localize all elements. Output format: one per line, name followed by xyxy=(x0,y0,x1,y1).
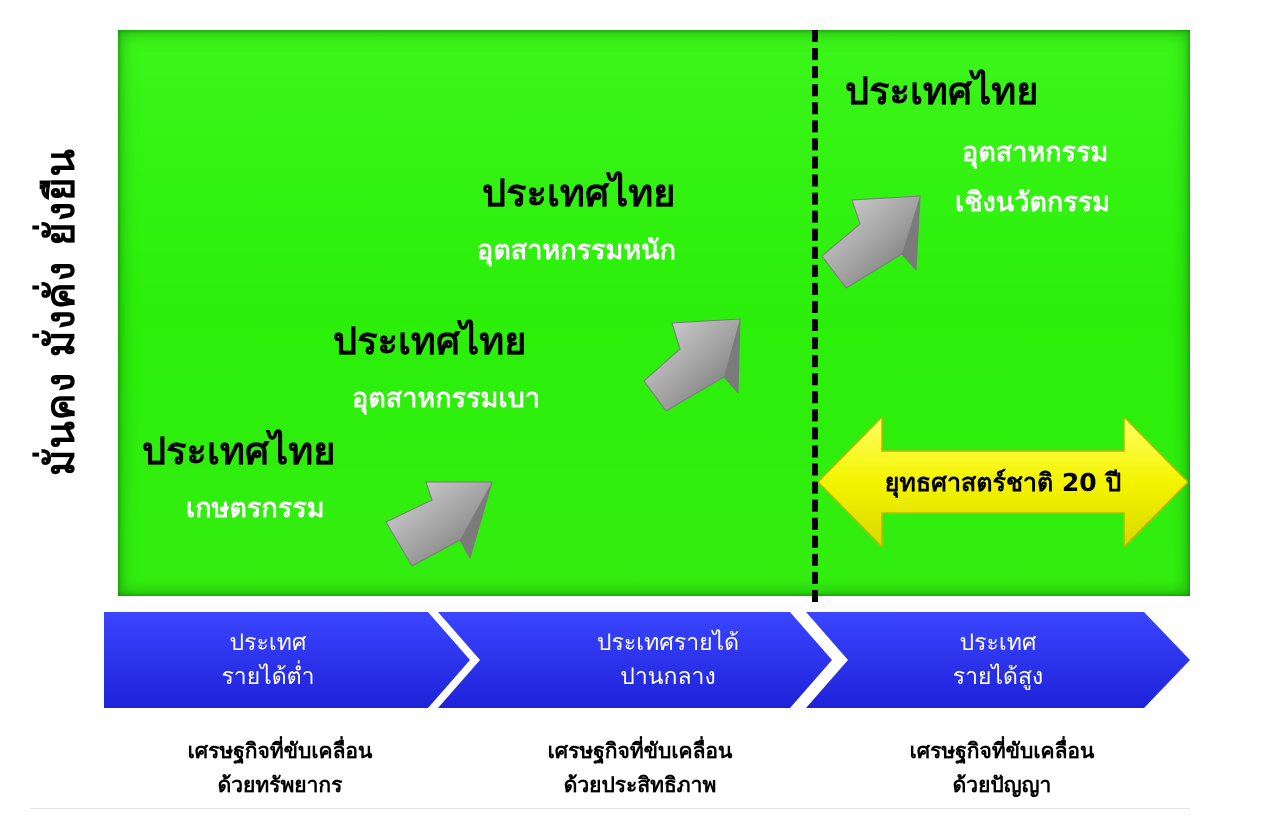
country-label-light-industry: ประเทศไทย xyxy=(333,319,527,363)
income-stage-middle-label: ประเทศรายได้ ปานกลาง xyxy=(548,626,788,694)
economy-caption-efficiency-line2: ด้วยประสิทธิภาพ xyxy=(563,773,717,797)
income-stage-high-label: ประเทศ รายได้สูง xyxy=(898,626,1098,694)
economy-caption-efficiency-line1: เศรษฐกิจที่ขับเคลื่อน xyxy=(547,739,733,763)
income-stage-high xyxy=(806,612,1190,708)
income-stage-low-line2: รายได้ต่ำ xyxy=(221,664,315,690)
economy-caption-resources-line1: เศรษฐกิจที่ขับเคลื่อน xyxy=(187,739,373,763)
industry-label-light-industry: อุตสาหกรรมเบา xyxy=(352,383,540,414)
strategy-double-arrow-icon xyxy=(818,417,1188,547)
bottom-rule xyxy=(30,808,1190,809)
income-stage-low-line1: ประเทศ xyxy=(229,630,307,656)
income-stage-high-line1: ประเทศ xyxy=(959,630,1037,656)
economy-caption-wisdom-line1: เศรษฐกิจที่ขับเคลื่อน xyxy=(909,739,1095,763)
income-stage-high-line2: รายได้สูง xyxy=(952,664,1044,690)
dashed-divider xyxy=(812,30,818,602)
economy-caption-wisdom-line2: ด้วยปัญญา xyxy=(952,773,1052,797)
income-stage-middle-line2: ปานกลาง xyxy=(620,664,716,690)
economy-caption-resources: เศรษฐกิจที่ขับเคลื่อน ด้วยทรัพยากร xyxy=(140,734,420,802)
growth-arrow-icon-3 xyxy=(821,195,921,289)
country-label-agriculture: ประเทศไทย xyxy=(142,429,336,473)
growth-arrow-icon-2 xyxy=(643,318,741,412)
industry-label-heavy-industry: อุตสาหกรรมหนัก xyxy=(477,235,676,266)
strategy-label: ยุทธศาสตร์ชาติ 20 ปี xyxy=(884,468,1122,497)
industry-label-agriculture: เกษตรกรรม xyxy=(186,493,325,524)
income-stage-low xyxy=(104,612,470,708)
growth-arrow-icon-1 xyxy=(385,481,493,567)
country-label-heavy-industry: ประเทศไทย xyxy=(482,171,676,215)
industry-label-innovation-line1: อุตสาหกรรม xyxy=(962,137,1109,168)
economy-caption-resources-line2: ด้วยทรัพยากร xyxy=(217,773,343,797)
income-stage-low-label: ประเทศ รายได้ต่ำ xyxy=(168,626,368,694)
economy-caption-efficiency: เศรษฐกิจที่ขับเคลื่อน ด้วยประสิทธิภาพ xyxy=(500,734,780,802)
country-label-innovation: ประเทศไทย xyxy=(845,69,1039,113)
economy-caption-wisdom: เศรษฐกิจที่ขับเคลื่อน ด้วยปัญญา xyxy=(862,734,1142,802)
income-stage-middle xyxy=(438,612,832,708)
industry-label-innovation-line2: เชิงนวัตกรรม xyxy=(955,187,1111,218)
income-stage-middle-line1: ประเทศรายได้ xyxy=(596,630,740,656)
